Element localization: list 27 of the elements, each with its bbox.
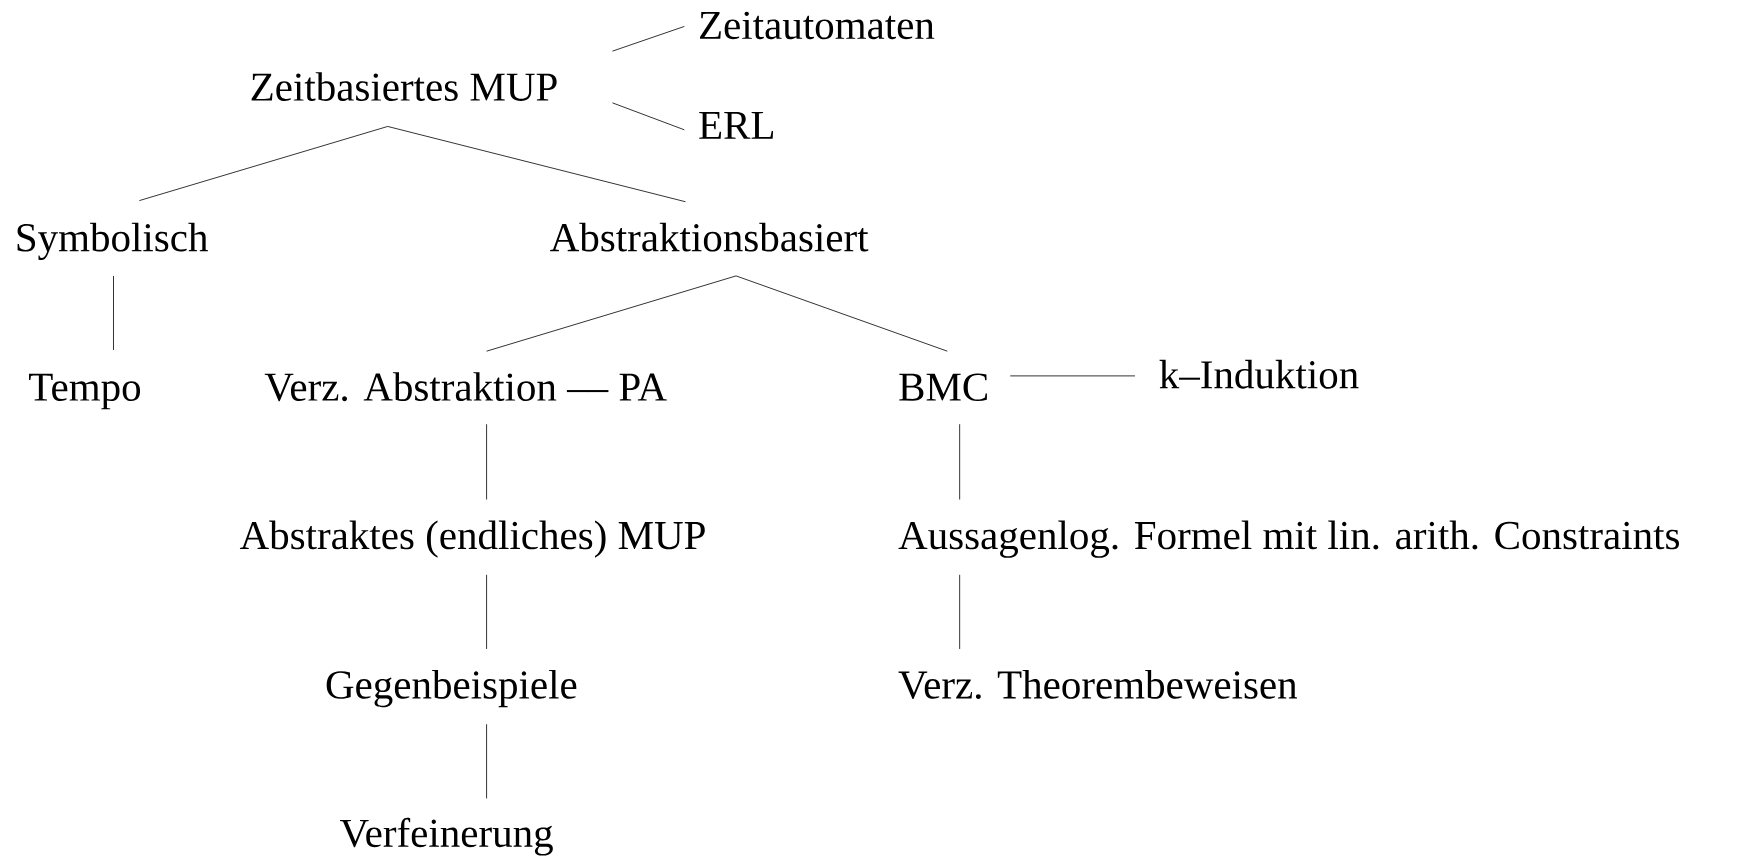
tree-line — [113, 275, 114, 351]
tree-label: Tempo — [29, 373, 141, 410]
tree-line — [486, 574, 487, 650]
tree-line — [486, 423, 487, 500]
tree-label: Abstraktionsbasiert — [550, 222, 869, 252]
tree-label: Verz. Theorembeweisen — [898, 669, 1297, 700]
tree-label: Aussagenlog. Formel mit lin. arith. Constraints — [898, 520, 1679, 558]
tree-line — [959, 574, 961, 650]
tree-label: Symbolisch — [17, 222, 208, 260]
tree-line — [1009, 375, 1136, 377]
tree-line — [486, 275, 737, 352]
tree-label: Zeitautomaten — [700, 11, 935, 40]
tree-line — [959, 423, 961, 500]
tree-line — [387, 126, 686, 203]
tree-line — [138, 126, 389, 201]
tree-label: Gegenbeispiele — [326, 669, 577, 708]
tree-line — [612, 26, 685, 52]
tree-label: ERL — [699, 111, 773, 139]
tree-line — [612, 102, 685, 131]
tree-label: Abstraktes (endliches) MUP — [239, 520, 705, 558]
tree-line — [486, 723, 487, 799]
tree-label: Zeitbasiertes MUP — [251, 72, 557, 101]
tree-label: Verfeinerung — [340, 817, 553, 856]
tree-label: Verz. Abstraktion –– PA — [264, 372, 667, 402]
tree-line — [735, 275, 948, 352]
tree-label: k–Induktion — [1159, 359, 1359, 389]
tree-label: BMC — [899, 373, 987, 402]
